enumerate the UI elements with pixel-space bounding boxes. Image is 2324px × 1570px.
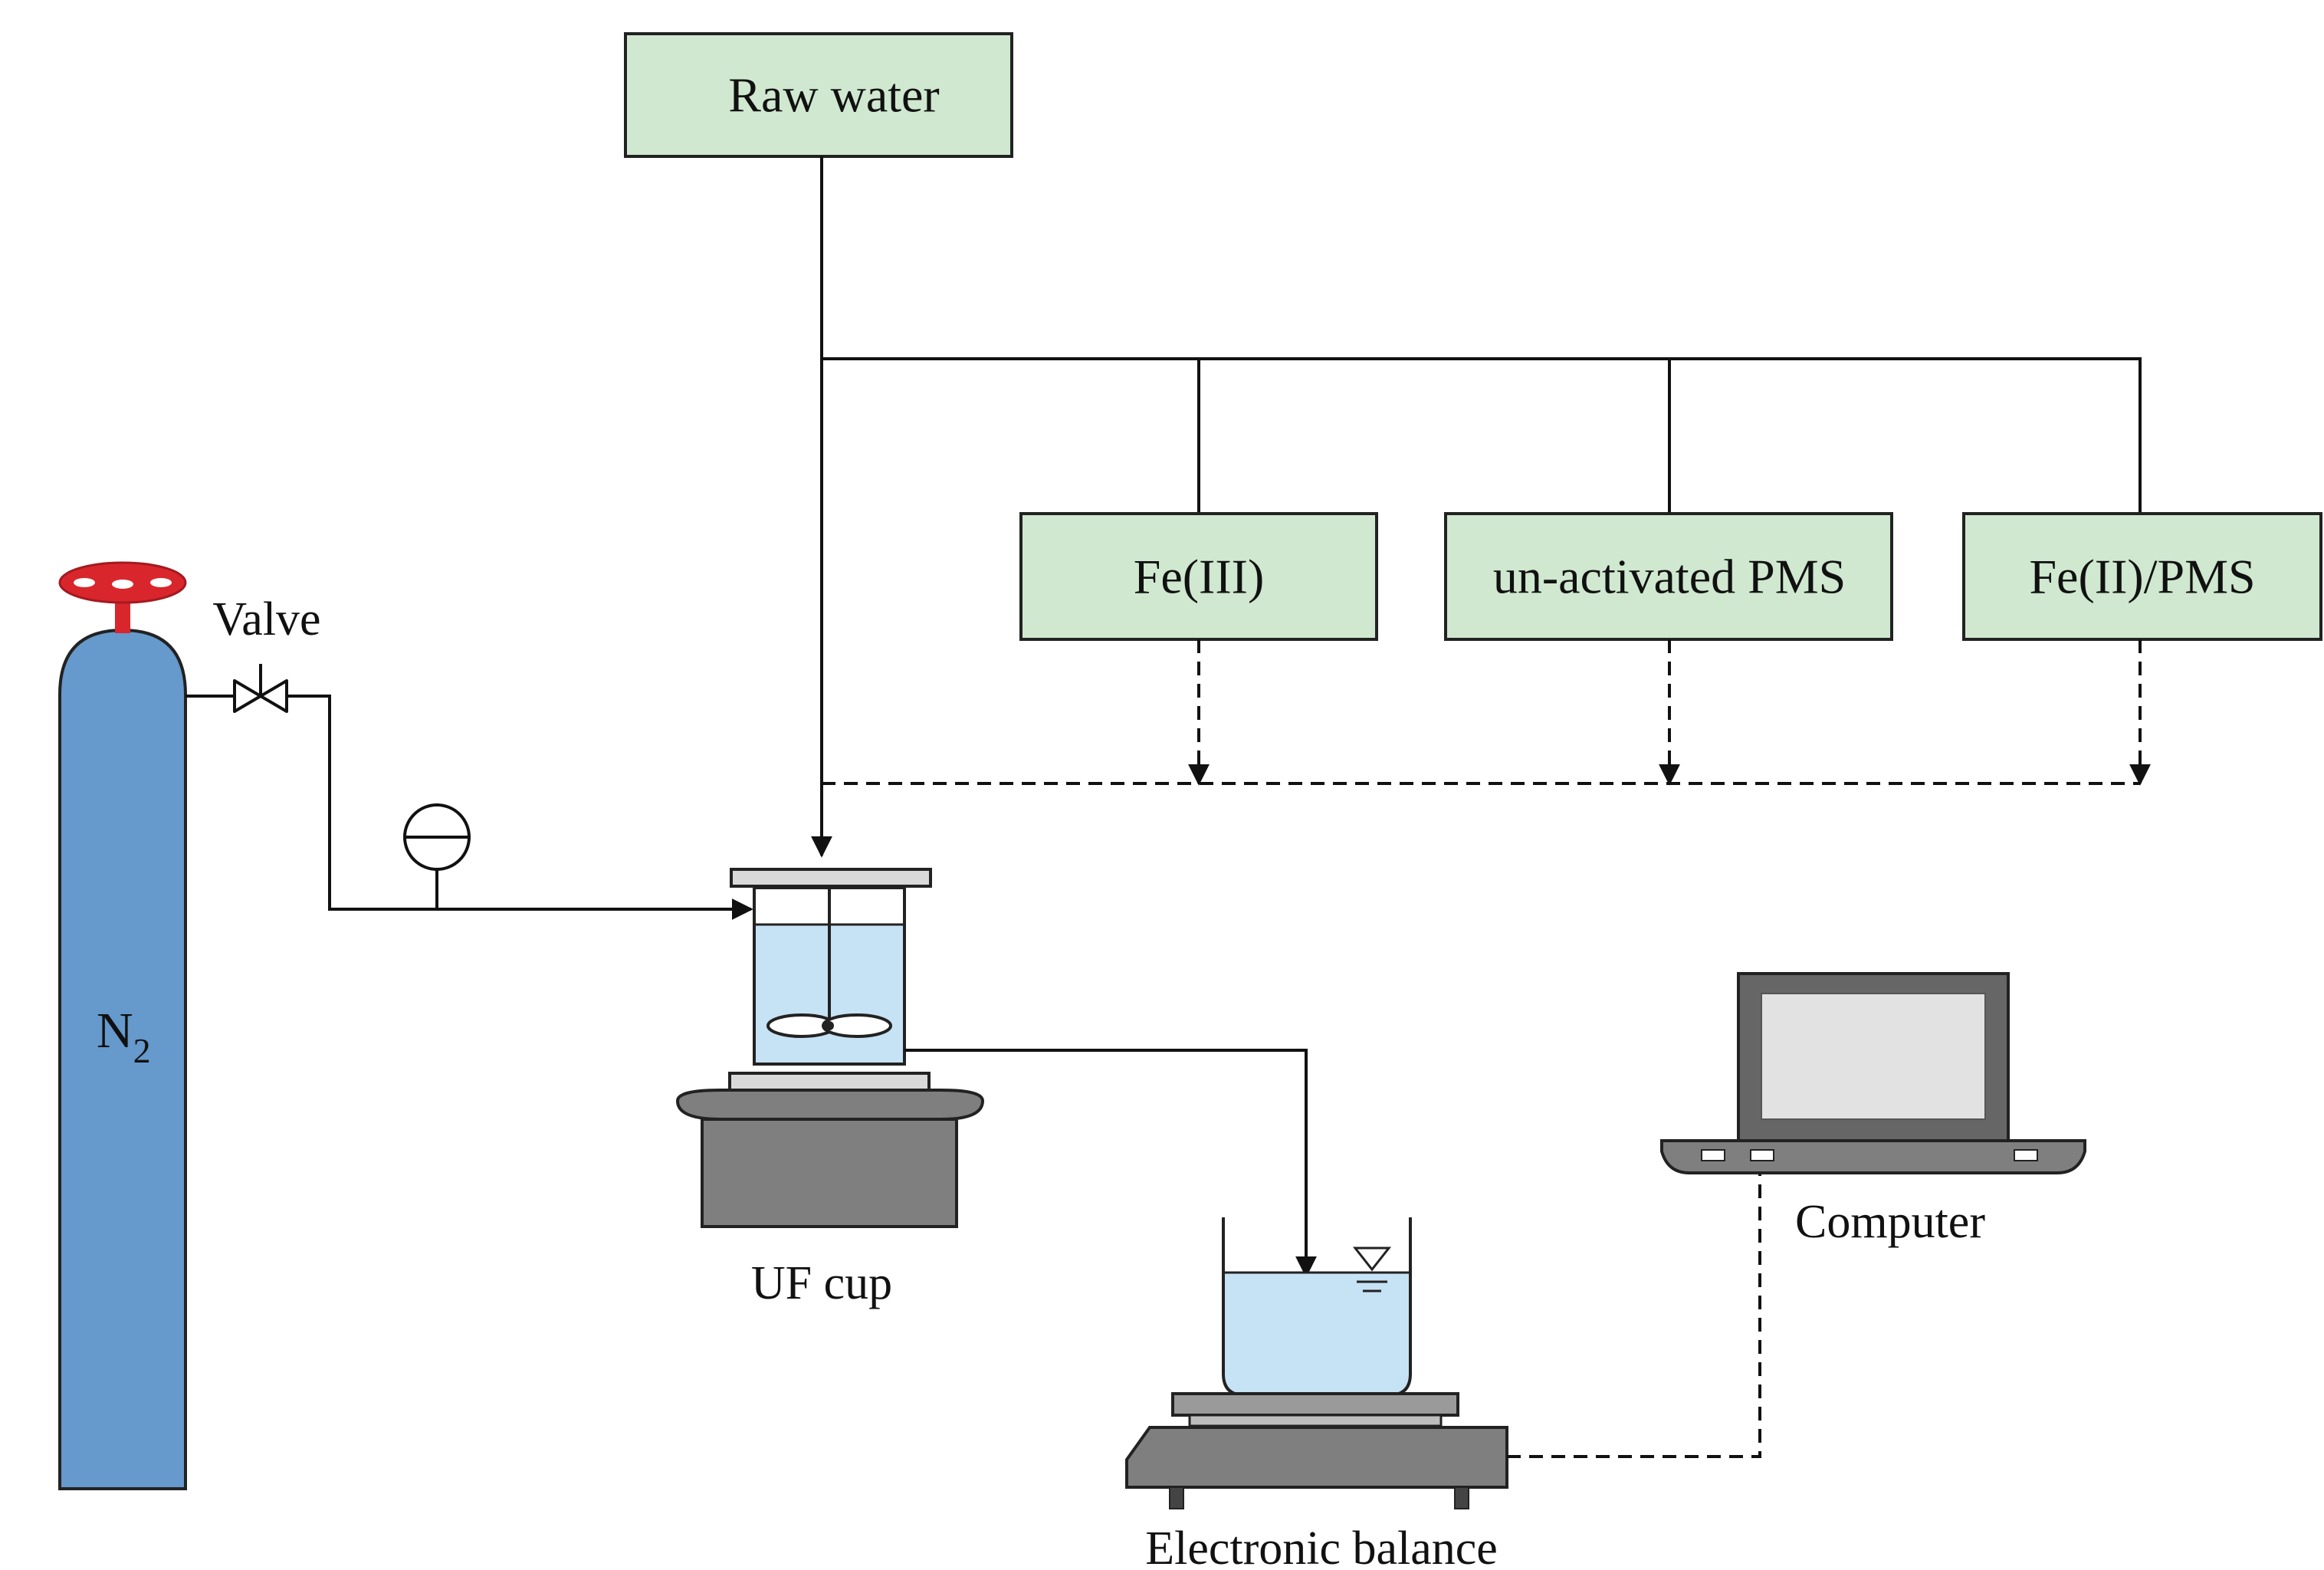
n2-subscript: 2 [133,1031,151,1070]
pressure-gauge-icon [403,803,471,909]
fe-ii-pms-box: Fe(II)/PMS [1962,512,2322,641]
nitrogen-cylinder: N2 [58,628,187,1490]
raw-water-label: Raw water [728,68,939,123]
electronic-balance-label: Electronic balance [1145,1522,1498,1570]
beaker-icon [1222,1217,1412,1397]
raw-water-box: Raw water [624,32,1013,158]
computer-label: Computer [1795,1196,1985,1248]
data-cable-line [1507,1173,1761,1458]
valve-wheel-icon [58,561,187,633]
n2-base: N [97,1003,133,1059]
laptop-icon [1660,972,2086,1174]
uf-cup-label: UF cup [751,1257,892,1309]
unactivated-pms-label: un-activated PMS [1493,550,1846,604]
fe-ii-pms-label: Fe(II)/PMS [2029,550,2255,604]
electronic-balance-icon [1125,1392,1508,1509]
fe-iii-label: Fe(III) [1134,550,1265,604]
uf-cup-icon [675,868,985,1228]
valve-label: Valve [212,593,320,645]
gas-line-to-uf-cup [287,695,753,920]
unactivated-pms-box: un-activated PMS [1444,512,1893,641]
valve-icon [233,664,288,713]
distribution-header-line [822,357,2142,512]
permeate-line [904,1049,1317,1278]
n2-label: N2 [97,1003,151,1070]
fe-iii-box: Fe(III) [1019,512,1378,641]
